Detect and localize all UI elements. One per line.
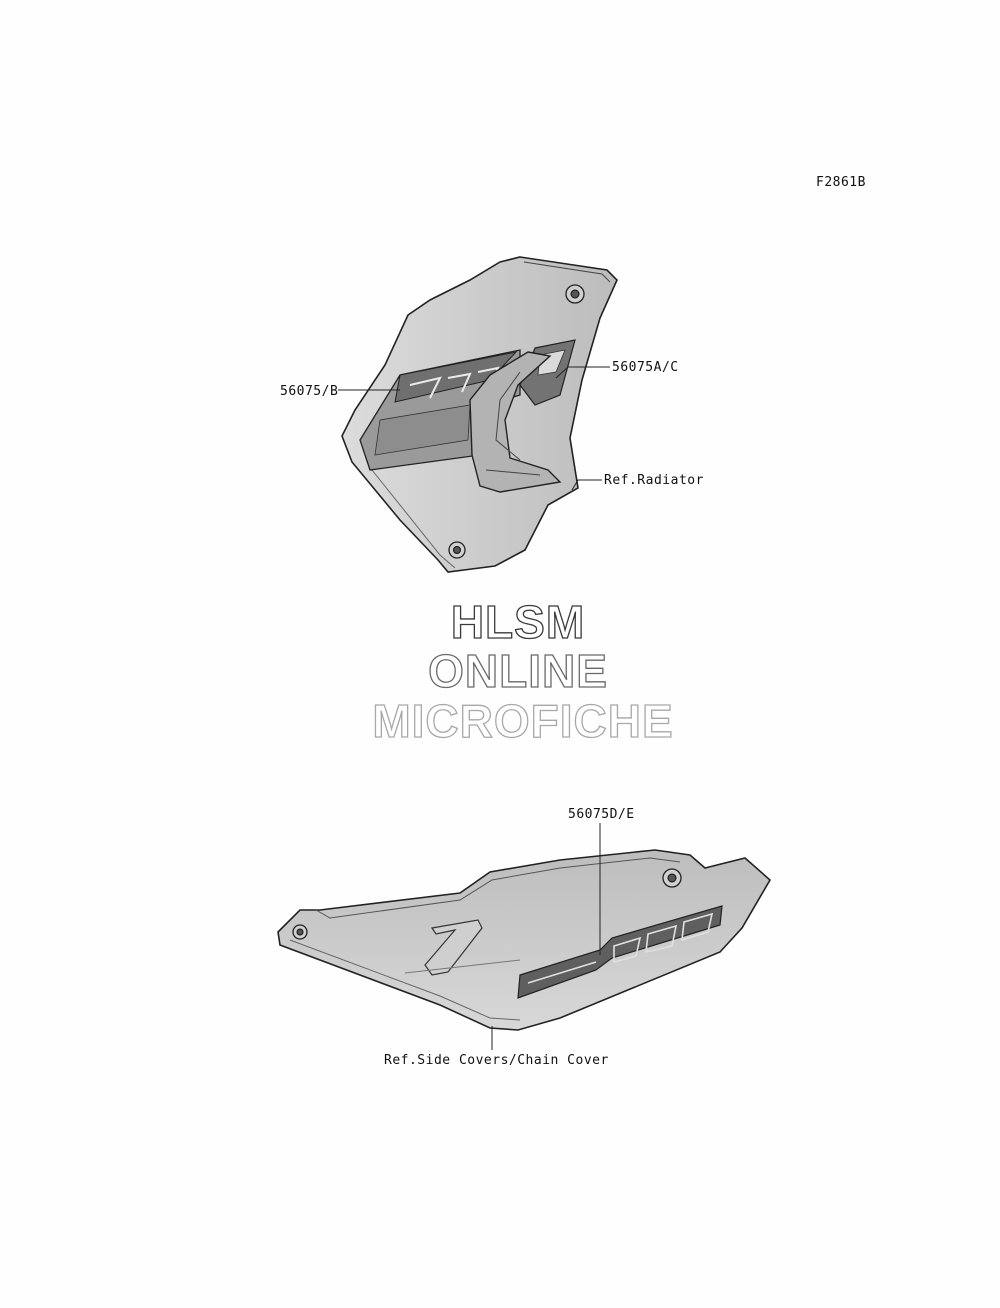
callout-ref-side-covers: Ref.Side Covers/Chain Cover xyxy=(384,1053,609,1068)
watermark: HLSM ONLINE MICROFICHE xyxy=(372,595,674,747)
callout-56075-b: 56075/B xyxy=(280,384,338,399)
watermark-line-1: HLSM xyxy=(451,596,585,648)
leader-56075-ac xyxy=(555,366,610,379)
callout-56075-de: 56075D/E xyxy=(568,807,635,822)
radiator-shroud xyxy=(341,256,618,573)
side-cover xyxy=(277,849,772,1031)
figure-code: F2861B xyxy=(816,175,866,190)
callout-ref-radiator: Ref.Radiator xyxy=(604,473,704,488)
watermark-line-3: MICROFICHE xyxy=(372,695,673,747)
callout-56075-ac: 56075A/C xyxy=(612,360,679,375)
leader-ref-radiator xyxy=(571,479,602,491)
watermark-line-2: ONLINE xyxy=(428,645,608,697)
